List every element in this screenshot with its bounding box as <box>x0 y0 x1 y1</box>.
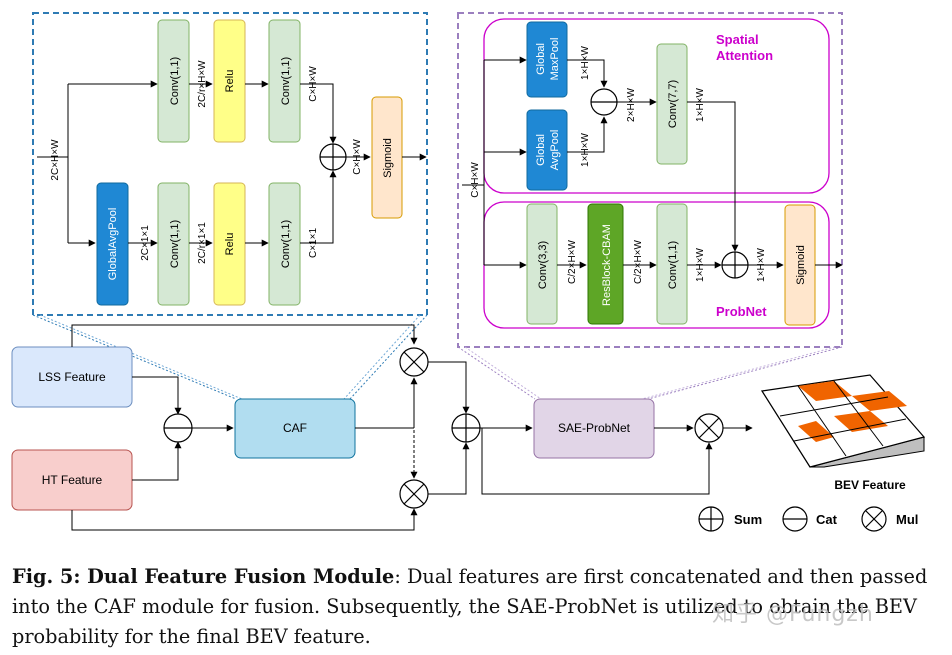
sae-avgpool-label-1: Global <box>535 134 547 166</box>
sae-global-avgpool <box>526 109 568 191</box>
sae-input-dim: C×H×W <box>470 162 481 198</box>
main-pipeline: LSS Feature HT Feature CAF <box>11 324 926 531</box>
legend: Sum Cat Mul <box>698 506 918 532</box>
sae-dim-max: 1×H×W <box>580 45 591 79</box>
zoom-connectors <box>32 314 843 400</box>
sae-conv77-label: Conv(7,7) <box>667 80 679 128</box>
ht-feature-label: HT Feature <box>42 473 103 487</box>
main-mul-icon-bottom <box>399 479 429 509</box>
sae-probnet-label: SAE-ProbNet <box>558 421 631 435</box>
caf-top-relu <box>213 19 246 143</box>
caf-bottom-conv1 <box>157 182 190 306</box>
watermark: 知乎 @Fungzh <box>712 602 874 627</box>
caf-sum-dim: C×H×W <box>352 139 363 175</box>
sae-maxpool-label-1: Global <box>535 43 547 75</box>
caf-top-conv1 <box>157 19 190 143</box>
caf-sigmoid-label: Sigmoid <box>382 138 394 178</box>
legend-cat-icon <box>782 506 808 532</box>
figure-caption-text: : Dual features are first concatenated a… <box>12 565 928 648</box>
main-mul-icon-top <box>399 347 429 377</box>
probnet-conv11 <box>656 203 688 325</box>
caf-global-avgpool <box>96 182 129 306</box>
probnet-dim2: C/2×H×W <box>633 239 644 283</box>
spatial-attention-title-2: Attention <box>716 48 773 63</box>
main-mul-icon-final <box>694 413 724 443</box>
caf-bottom-conv2 <box>268 182 301 306</box>
figure-diagram: 2C×H×W Conv(1,1) 2C/r×H×W Relu Conv(1,1)… <box>11 12 926 532</box>
caf-bottom-conv1-label: Conv(1,1) <box>169 220 181 268</box>
bev-feature-grid <box>761 374 926 468</box>
sae-global-maxpool <box>526 21 568 98</box>
probnet-dim3: 1×H×W <box>695 247 706 281</box>
sae-dim-conv: 1×H×W <box>695 87 706 121</box>
probnet-resblock-label: ResBlock-CBAM <box>601 224 613 306</box>
probnet-sigmoid-label: Sigmoid <box>795 245 807 285</box>
caf-top-relu-label: Relu <box>224 70 236 93</box>
legend-sum-label: Sum <box>734 512 762 527</box>
sae-dim-cat: 2×H×W <box>626 87 637 121</box>
caf-input-dim: 2C×H×W <box>50 139 61 181</box>
legend-cat-label: Cat <box>816 512 838 527</box>
probnet-dim4: 1×H×W <box>756 247 767 281</box>
caf-bottom-relu <box>213 182 246 306</box>
caf-bottom-relu-label: Relu <box>224 233 236 256</box>
legend-sum-icon <box>698 506 724 532</box>
lss-feature-label: LSS Feature <box>38 370 106 384</box>
caf-detail-panel: 2C×H×W Conv(1,1) 2C/r×H×W Relu Conv(1,1)… <box>32 12 428 316</box>
caf-box-label: CAF <box>283 421 307 435</box>
probnet-conv33 <box>526 203 558 325</box>
caf-sum-icon <box>319 143 347 171</box>
sae-maxpool-label-2: MaxPool <box>549 38 561 81</box>
bev-feature-label: BEV Feature <box>834 478 906 492</box>
probnet-resblock-cbam <box>587 203 624 325</box>
sae-avgpool-label-2: AvgPool <box>549 130 561 171</box>
caf-top-conv2 <box>268 19 301 143</box>
probnet-dim1: C/2×H×W <box>567 239 578 283</box>
sae-dim-avg: 1×H×W <box>580 132 591 166</box>
probnet-title: ProbNet <box>716 304 767 319</box>
main-cat-icon <box>163 413 193 443</box>
legend-mul-icon <box>861 506 887 532</box>
probnet-conv33-label: Conv(3,3) <box>537 241 549 289</box>
figure-caption: Fig. 5: Dual Feature Fusion Module: Dual… <box>12 562 942 652</box>
probnet-sum-icon <box>721 251 749 279</box>
sae-conv77 <box>656 43 688 165</box>
sae-cat-icon <box>590 88 618 116</box>
figure-caption-label: Fig. 5: Dual Feature Fusion Module <box>12 565 395 588</box>
sae-detail-panel: Spatial Attention ProbNet C×H×W Global M… <box>457 12 843 348</box>
main-sum-icon <box>451 413 481 443</box>
probnet-conv11-label: Conv(1,1) <box>667 241 679 289</box>
caf-bottom-conv2-label: Conv(1,1) <box>280 220 292 268</box>
legend-mul-label: Mul <box>896 512 918 527</box>
spatial-attention-title-1: Spatial <box>716 32 759 47</box>
caf-bottom-dim1: 2C/r×1×1 <box>197 222 208 264</box>
caf-global-avgpool-label: GlobalAvgPool <box>107 208 119 281</box>
caf-top-dim1: 2C/r×H×W <box>197 60 208 108</box>
caf-top-conv2-label: Conv(1,1) <box>280 57 292 105</box>
caf-bottom-dim0: 2C×1×1 <box>140 225 151 261</box>
caf-top-conv1-label: Conv(1,1) <box>169 57 181 105</box>
